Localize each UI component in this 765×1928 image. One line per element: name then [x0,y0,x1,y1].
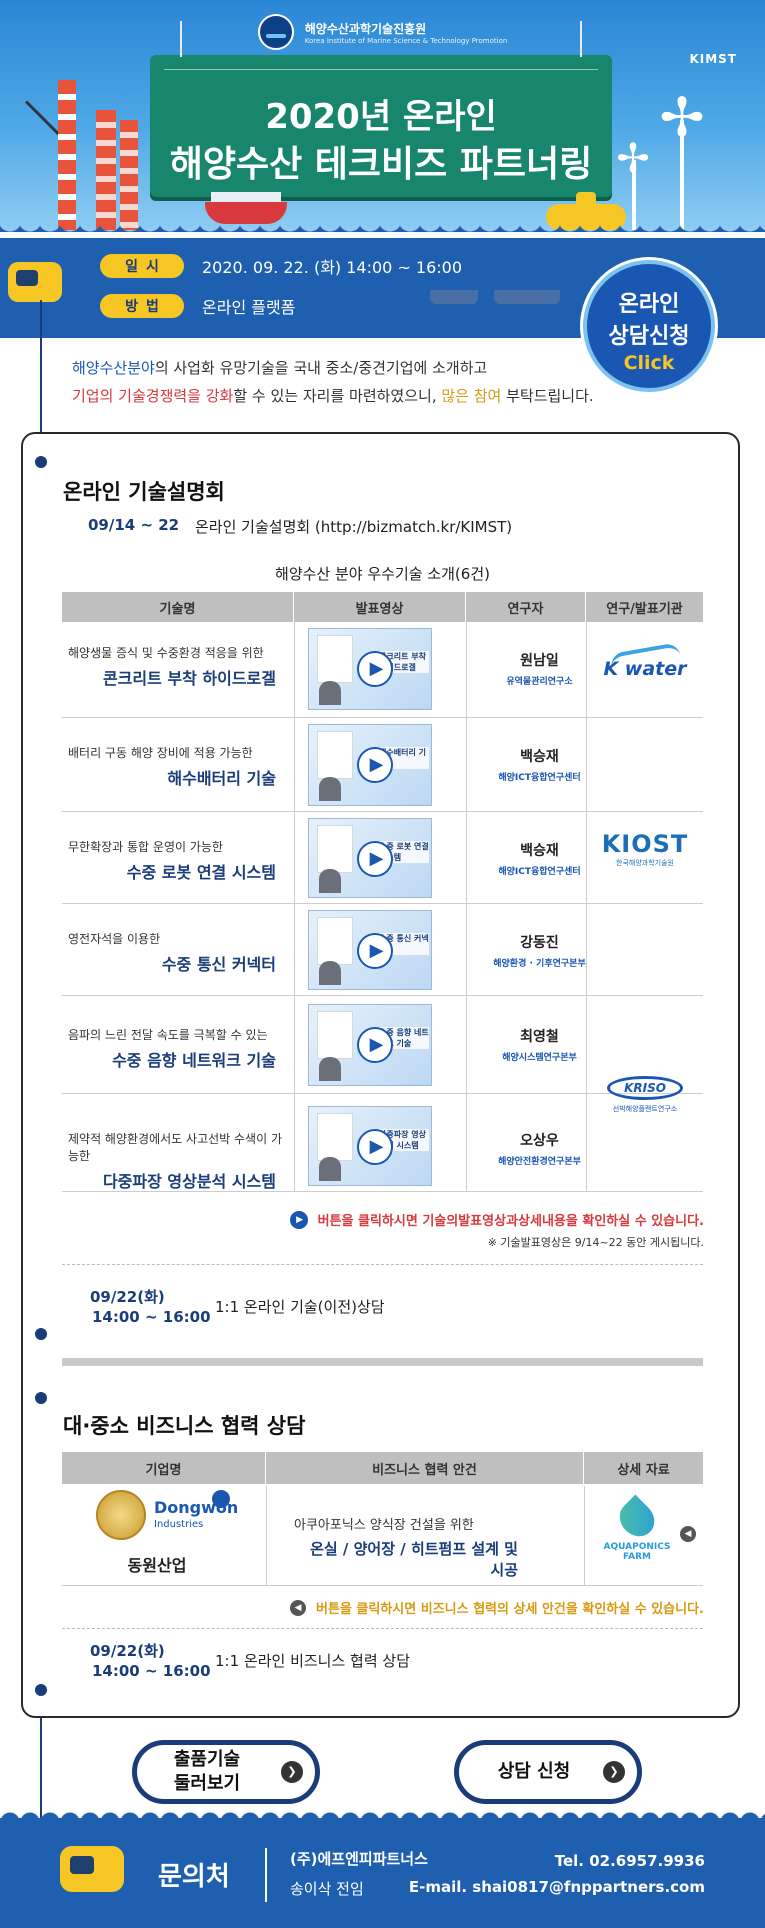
presentation-video[interactable]: ▶ 다중파장 영상분석 시스템 [308,1106,432,1186]
presentation-video[interactable]: ▶ 해수배터리 기술 [308,724,432,806]
play-icon[interactable]: ▶ [357,1129,393,1165]
globe-icon [212,1490,230,1508]
lighthouse-icon [58,80,76,230]
business-title: 대·중소 비즈니스 협력 상담 [63,1414,306,1438]
cta-click: Click [623,352,675,374]
dongwon-logo-sub: Industries [154,1519,204,1530]
tower-icon [120,120,138,230]
kriso-logo: KRISO 선박해양플랜트연구소 [590,1076,700,1114]
consult-date: 09/22(화) [90,1288,165,1306]
tech-row: 제약적 해양환경에서도 사고선박 수색이 가능한 다중파장 영상분석 시스템 ▶… [62,1094,703,1192]
play-icon[interactable]: ▶ [357,747,393,783]
method-label: 방법 [100,294,184,318]
play-icon[interactable]: ▶ [357,933,393,969]
admired-companies-badge [96,1490,146,1540]
chevron-right-icon: ❯ [603,1761,625,1783]
play-icon[interactable]: ▶ [357,1027,393,1063]
presentation-video[interactable]: ▶ 수중 로봇 연결 시스템 [308,818,432,898]
cta-line1: 온라인 [618,292,680,317]
consult-time: 14:00 ~ 16:00 [92,1308,211,1326]
dongwon-logo: Dongwon [154,1498,239,1517]
page-title-line1: 2020년 온라인 [265,97,497,137]
chevron-right-icon: ❯ [281,1761,303,1783]
consult-apply-button[interactable]: 상담 신청 ❯ [454,1740,642,1804]
tech-table-title: 해양수산 분야 우수기술 소개(6건) [275,565,490,583]
org-logo-block: 해양수산과학기술진흥원 Korea Institute of Marine Sc… [0,14,765,50]
aquaponics-farm-link[interactable]: AQUAPONICS FARM [602,1494,672,1562]
biz-consult-text: 1:1 온라인 비즈니스 협력 상담 [215,1652,411,1670]
contact-tel: Tel. 02.6957.9936 [554,1852,705,1870]
title-board: 2020년 온라인 해양수산 테크비즈 파트너링 [150,21,612,197]
timeline-dot [35,1328,47,1340]
play-icon[interactable]: ▶ [357,651,393,687]
org-emblem-icon [257,14,294,50]
page-title-line2: 해양수산 테크비즈 파트너링 [169,144,593,185]
seminar-date: 09/14 ~ 22 [88,516,180,534]
biz-consult-time: 14:00 ~ 16:00 [92,1662,211,1680]
chevron-left-icon: ◀ [290,1599,306,1616]
tower-icon [96,110,116,230]
business-row: Dongwon Industries 동원산업 아쿠아포닉스 양식장 건설을 위… [62,1486,703,1586]
tech-row: 배터리 구동 해양 장비에 적용 가능한 해수배터리 기술 ▶ 해수배터리 기술… [62,718,703,812]
tech-row: 음파의 느린 전달 속도를 극복할 수 있는 수중 음향 네트워크 기술 ▶ 수… [62,996,703,1094]
consult-text: 1:1 온라인 기술(이전)상담 [215,1298,385,1316]
kwater-logo: K water [590,642,700,680]
wave-divider [0,222,765,232]
presentation-video[interactable]: ▶ 수중 통신 커넥터 [308,910,432,990]
ship-icon [494,290,560,304]
contact-title: 문의처 [158,1862,230,1892]
wind-turbine-icon [680,120,684,230]
section-divider [62,1358,703,1366]
rov-icon [60,1846,124,1892]
turbine-blades-icon: ✢ [659,86,705,149]
seminar-desc: 온라인 기술설명회 (http://bizmatch.kr/KIMST) [195,518,513,536]
org-subtitle: Korea Institute of Marine Science & Tech… [304,36,508,45]
date-label: 일시 [100,254,184,278]
footer-contact: 문의처 (주)에프엔피파트너스 송이삭 전임 Tel. 02.6957.9936… [0,1818,765,1928]
company-name: 동원산업 [127,1556,187,1575]
tech-row: 해양생물 증식 및 수중환경 적응을 위한 콘크리트 부착 하이드로겔 ▶ 콘크… [62,622,703,718]
org-name: 해양수산과학기술진흥원 [304,21,427,36]
turbine-blades-icon: ✢ [616,136,650,182]
event-method-row: 방법 온라인 플랫폼 [100,293,295,319]
ship-icon [430,290,478,304]
intro-text: 해양수산분야의 사업화 유망기술을 국내 중소/중견기업에 소개하고 기업의 기… [72,359,594,405]
cta-line2: 상담신청 [608,324,690,349]
play-icon[interactable]: ▶ [357,841,393,877]
contact-company: (주)에프엔피파트너스 [290,1850,428,1868]
biz-consult-date: 09/22(화) [90,1642,165,1660]
tech-row: 영전자석을 이용한 수중 통신 커넥터 ▶ 수중 통신 커넥터 강동진 해양환경… [62,904,703,996]
business-main: 온실 / 양어장 / 히트펌프 설계 및 시공 [310,1540,518,1579]
tech-row: 무한확장과 통합 운영이 가능한 수중 로봇 연결 시스템 ▶ 수중 로봇 연결… [62,812,703,904]
kimst-logo: KIMST [689,52,737,66]
tech-table-header: 기술명 발표영상 연구자 연구/발표기관 [62,592,703,622]
business-note: ◀ 버튼을 클릭하시면 비즈니스 협력의 상세 안건을 확인하실 수 있습니다. [290,1598,704,1617]
presentation-video[interactable]: ▶ 콘크리트 부착 하이드로겔 [308,628,432,710]
footer-divider [265,1848,267,1902]
browse-tech-button[interactable]: 출품기술 둘러보기 ❯ [132,1740,320,1804]
leaf-icon [612,1494,662,1544]
contact-email[interactable]: E-mail. shai0817@fnppartners.com [408,1878,705,1896]
wind-turbine-icon [632,160,636,230]
seminar-title: 온라인 기술설명회 [63,480,225,504]
event-date-row: 일시 2020. 09. 22. (화) 14:00 ~ 16:00 [100,253,462,279]
header-banner: 해양수산과학기술진흥원 Korea Institute of Marine Sc… [0,0,765,232]
business-sub: 아쿠아포닉스 양식장 건설을 위한 [294,1518,474,1533]
video-period-note: ※ 기술발표영상은 9/14~22 동안 게시됩니다. [487,1236,704,1249]
timeline-dot [35,456,47,468]
timeline-dot [35,1392,47,1404]
method-value: 온라인 플랫폼 [202,298,296,317]
online-consult-apply-button[interactable]: 온라인 상담신청 Click [583,260,715,392]
date-value: 2020. 09. 22. (화) 14:00 ~ 16:00 [202,258,463,277]
presentation-video[interactable]: ▶ 수중 음향 네트워크 기술 [308,1004,432,1086]
business-table-header: 기업명 비즈니스 협력 안건 상세 자료 [62,1452,703,1484]
contact-person: 송이삭 전임 [290,1880,364,1898]
chevron-left-icon[interactable]: ◀ [680,1526,696,1542]
cargo-ship-icon [205,192,287,224]
timeline-dot [35,1684,47,1696]
kiost-logo: KIOST 한국해양과학기술원 [601,830,689,867]
play-icon: ▶ [289,1210,308,1229]
rov-icon [8,262,62,302]
